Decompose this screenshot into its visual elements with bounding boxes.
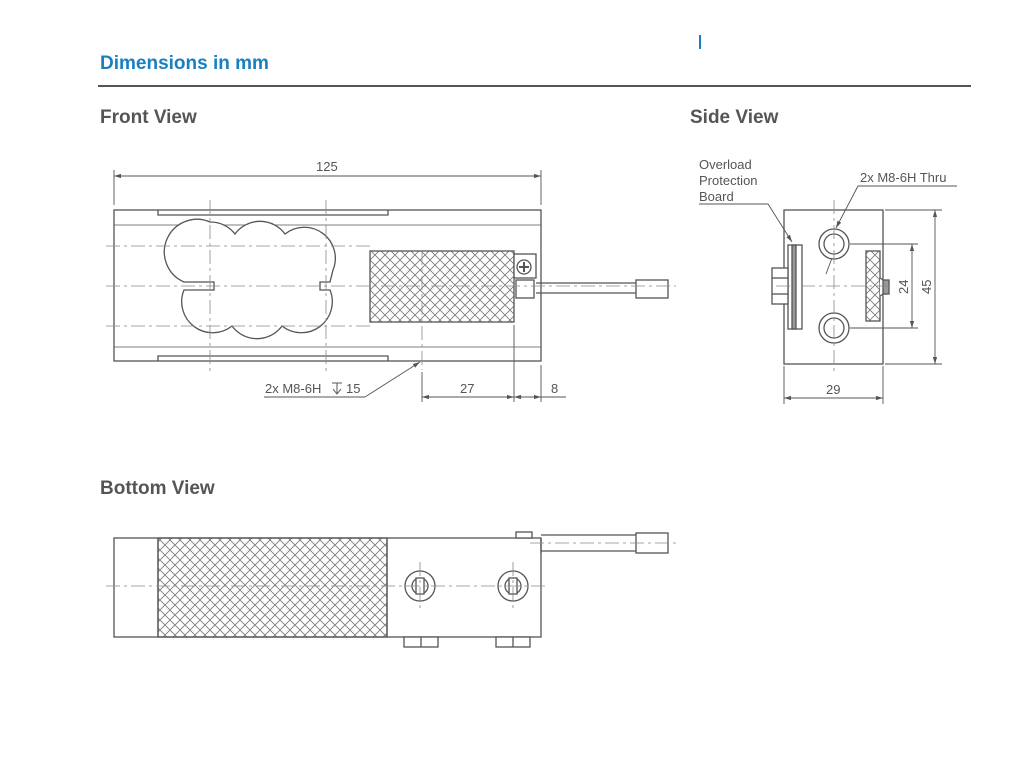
depth-icon: [332, 382, 342, 395]
side-thread-label: 2x M8-6H Thru: [860, 170, 946, 185]
side-thread-leader: [835, 185, 957, 229]
bottom-view-title: Bottom View: [100, 478, 215, 499]
overload-label-line2: Protection: [699, 173, 758, 188]
side-view-drawing: [771, 209, 890, 365]
dim-width-29: 29: [826, 382, 840, 397]
overload-label-line1: Overload: [699, 157, 752, 172]
header-divider: [98, 85, 971, 87]
dim-hole-spacing-24: 24: [896, 280, 911, 294]
front-thread-label: 2x M8-6H: [265, 381, 321, 396]
bottom-view-drawing: [113, 531, 669, 648]
front-top-flange: [157, 210, 389, 216]
section-title: Dimensions in mm: [100, 53, 269, 74]
overload-leader: [699, 203, 793, 243]
dim-8: 8: [551, 381, 558, 396]
dim-27: 27: [460, 381, 474, 396]
cable-end: [635, 279, 669, 299]
text-cursor-mark: [699, 35, 701, 49]
front-thread-depth: 15: [346, 381, 360, 396]
dim-height-45: 45: [919, 280, 934, 294]
thread-leader: [364, 361, 421, 398]
front-bottom-flange: [157, 355, 389, 361]
overload-label-line3: Board: [699, 189, 734, 204]
side-view-title: Side View: [690, 107, 779, 128]
front-hatched-cover: [369, 250, 515, 323]
bottom-hatched-cover: [157, 537, 388, 638]
dim-length-125: 125: [316, 159, 338, 174]
front-view-drawing: [113, 209, 669, 362]
front-view-title: Front View: [100, 107, 197, 128]
binocular-cutout: [163, 218, 336, 340]
